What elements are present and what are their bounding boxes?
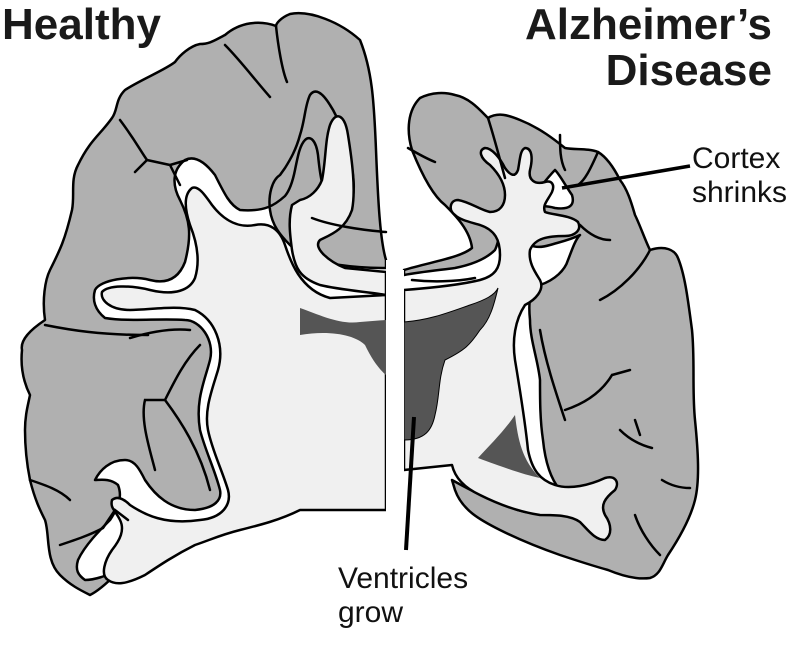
alzheimers-title-line1: Alzheimer’s — [525, 0, 772, 49]
cortex-label-line1: Cortex — [692, 142, 781, 175]
alzheimers-temporal-horn — [478, 415, 540, 478]
ventricles-pointer-line — [404, 416, 416, 551]
ventricles-label-line2: grow — [338, 596, 404, 629]
alzheimers-midline — [390, 270, 404, 560]
alzheimers-title: Alzheimer’s Disease — [525, 2, 772, 94]
alzheimers-sulci — [406, 116, 692, 557]
alzheimers-ventricle — [403, 287, 499, 441]
healthy-title: Healthy — [2, 0, 161, 49]
alzheimers-title-line2: Disease — [605, 46, 772, 95]
healthy-white-matter — [100, 115, 388, 585]
healthy-hemisphere — [20, 11, 400, 597]
ventricles-label-line1: Ventricles — [338, 562, 469, 595]
healthy-sulci — [28, 24, 388, 547]
alzheimers-hemisphere — [390, 91, 700, 580]
healthy-ventricle — [300, 308, 386, 375]
cortex-label-line2: shrinks — [692, 176, 788, 209]
cortex-pointer-line — [561, 164, 691, 190]
cortex-shrinks-label: Cortex shrinks — [692, 142, 787, 210]
alzheimers-white-matter — [402, 146, 619, 542]
ventricles-grow-label: Ventricles grow — [338, 562, 468, 630]
